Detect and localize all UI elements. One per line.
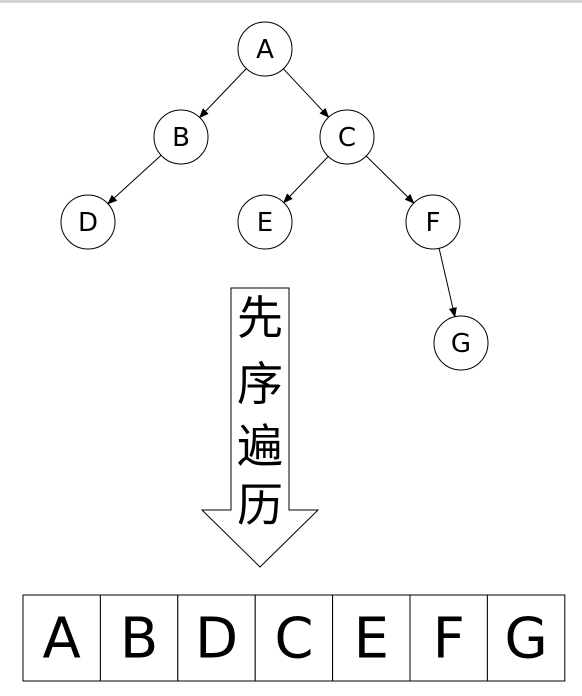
node-label: D — [78, 208, 98, 238]
traversal-arrow: 先 序 遍 历 — [200, 287, 320, 568]
sequence-box — [486, 594, 566, 682]
tree-node-a: A — [237, 21, 293, 77]
node-label: A — [256, 35, 274, 65]
node-label: C — [338, 123, 356, 153]
tree-node-e: E — [237, 194, 293, 250]
sequence-box — [332, 594, 411, 682]
tree-edge-f-g — [438, 248, 457, 318]
tree-edges — [107, 68, 457, 318]
arrow-char: 遍 — [237, 419, 283, 473]
sequence-label: E — [354, 607, 389, 672]
sequence-cell: G — [486, 594, 566, 682]
sequence-box — [254, 594, 334, 682]
top-rule — [0, 0, 582, 3]
tree-edge-a-c — [283, 68, 330, 118]
sequence-box — [409, 594, 488, 682]
node-circle — [60, 194, 116, 250]
sequence-label: B — [120, 607, 158, 672]
sequence-label: F — [433, 607, 465, 672]
sequence-box — [22, 594, 101, 682]
arrow-char: 先 — [237, 291, 283, 345]
arrow-char: 历 — [237, 478, 283, 532]
sequence-cell: B — [99, 594, 179, 682]
tree-edge-a-b — [198, 68, 247, 119]
arrow-char: 序 — [237, 357, 283, 411]
sequence-cell: D — [177, 594, 256, 682]
tree-node-d: D — [60, 194, 116, 250]
tree-node-f: F — [405, 194, 461, 250]
node-label: G — [451, 329, 471, 359]
tree-edge-b-d — [107, 154, 162, 205]
tree-node-b: B — [153, 109, 209, 165]
tree-nodes: A B C D E F G — [60, 21, 489, 371]
tree-node-g: G — [433, 315, 489, 371]
tree-edge-c-e — [283, 156, 329, 204]
down-arrow-shape — [200, 287, 320, 568]
tree-node-c: C — [319, 109, 375, 165]
sequence-label: C — [274, 607, 313, 672]
tree-edge-c-f — [365, 155, 415, 204]
node-label: F — [426, 208, 441, 238]
sequence-cell: A — [22, 594, 101, 682]
node-circle — [433, 315, 489, 371]
sequence-label: A — [43, 607, 81, 672]
node-circle — [153, 109, 209, 165]
sequence-cell: F — [409, 594, 488, 682]
node-circle — [405, 194, 461, 250]
sequence-box — [177, 594, 256, 682]
node-circle — [237, 194, 293, 250]
sequence-box — [99, 594, 179, 682]
node-circle — [237, 21, 293, 77]
sequence-cell: C — [254, 594, 334, 682]
sequence-label: G — [504, 607, 547, 672]
sequence-label: D — [195, 607, 238, 672]
traversal-sequence: A B D C E F G — [22, 594, 566, 682]
node-label: B — [172, 123, 190, 153]
node-label: E — [257, 208, 273, 238]
sequence-cell: E — [332, 594, 411, 682]
node-circle — [319, 109, 375, 165]
